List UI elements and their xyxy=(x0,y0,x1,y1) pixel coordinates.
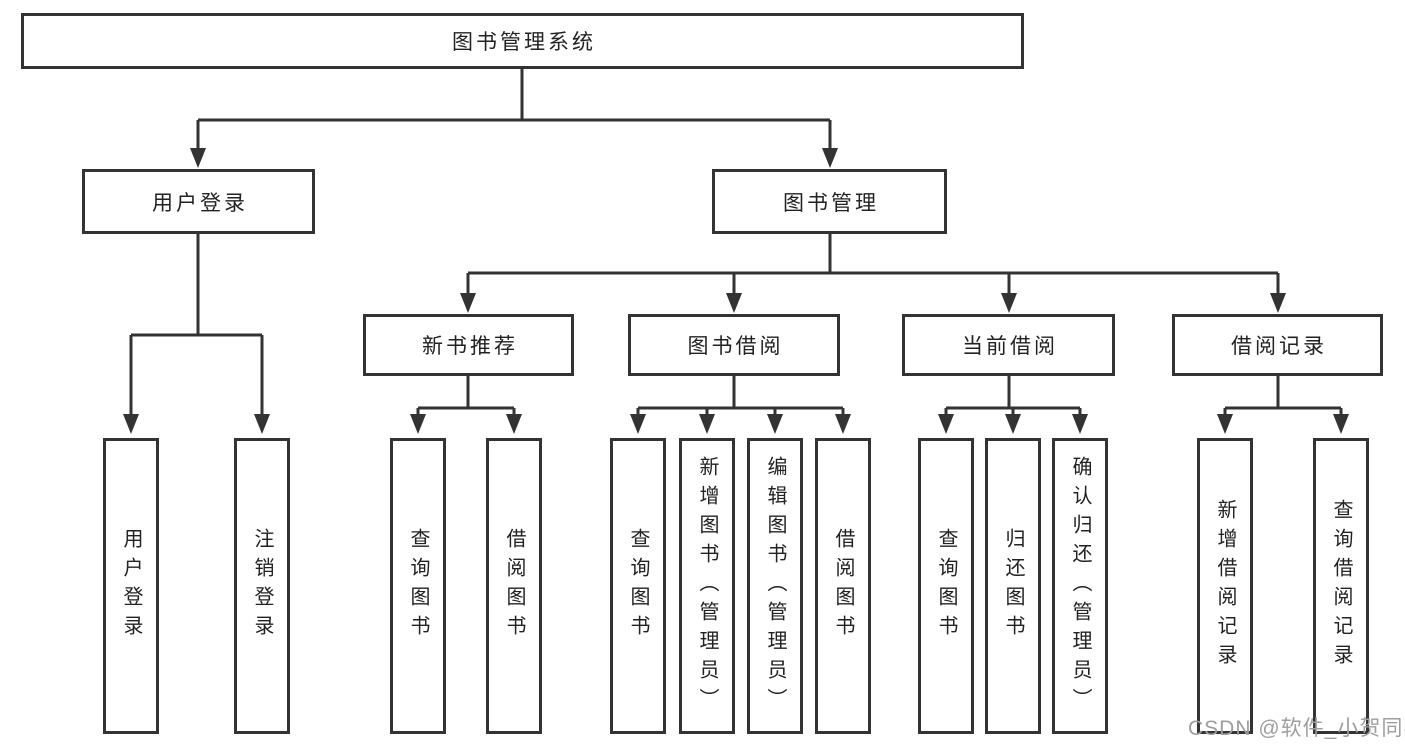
node-borrowing-records: 借阅记录 xyxy=(1172,314,1383,376)
leaf-query-books-recommend: 查询图书 xyxy=(390,438,446,734)
arrowhead-down-icon xyxy=(123,414,139,434)
node-book-management: 图书管理 xyxy=(712,169,947,234)
arrowhead-down-icon xyxy=(190,148,206,168)
leaf-label: 用户登录 xyxy=(120,528,142,644)
node-user-login: 用户登录 xyxy=(82,169,315,234)
leaf-add-borrow-record: 新增借阅记录 xyxy=(1197,438,1253,734)
leaf-label: 注销登录 xyxy=(251,528,273,644)
arrowhead-down-icon xyxy=(938,414,954,434)
csdn-watermark: CSDN @软件_小贺同学 xyxy=(1188,717,1405,740)
leaf-label: 查询借阅记录 xyxy=(1330,499,1352,673)
arrowhead-down-icon xyxy=(1001,293,1017,313)
leaf-user-login: 用户登录 xyxy=(103,438,159,734)
leaf-label: 编辑图书（管理员） xyxy=(764,455,786,717)
connector-borrowing-to-leaves xyxy=(630,376,851,434)
arrowhead-down-icon xyxy=(630,414,646,434)
leaf-edit-book-admin: 编辑图书（管理员） xyxy=(747,438,803,734)
leaf-confirm-return-admin: 确认归还（管理员） xyxy=(1052,438,1108,734)
node-current-borrowing: 当前借阅 xyxy=(902,314,1115,376)
arrowhead-down-icon xyxy=(410,414,426,434)
leaf-query-books-borrowing: 查询图书 xyxy=(610,438,666,734)
connector-records-to-leaves xyxy=(1217,376,1349,434)
arrowhead-down-icon xyxy=(699,414,715,434)
leaf-label: 归还图书 xyxy=(1002,528,1024,644)
leaf-borrow-books-borrowing: 借阅图书 xyxy=(815,438,871,734)
leaf-label: 新增借阅记录 xyxy=(1214,499,1236,673)
leaf-label: 新增图书（管理员） xyxy=(696,455,718,717)
leaf-query-borrow-record: 查询借阅记录 xyxy=(1313,438,1369,734)
leaf-query-books-current: 查询图书 xyxy=(918,438,974,734)
node-library-management-system: 图书管理系统 xyxy=(21,13,1024,69)
arrowhead-down-icon xyxy=(767,414,783,434)
connector-newbook-to-leaves xyxy=(410,376,522,434)
arrowhead-down-icon xyxy=(835,414,851,434)
leaf-label: 查询图书 xyxy=(627,528,649,644)
connector-current-to-leaves xyxy=(938,376,1088,434)
arrowhead-down-icon xyxy=(1072,414,1088,434)
leaf-label: 查询图书 xyxy=(407,528,429,644)
arrowhead-down-icon xyxy=(1333,414,1349,434)
leaf-label: 借阅图书 xyxy=(503,528,525,644)
arrowhead-down-icon xyxy=(1005,414,1021,434)
connector-bookmgmt-to-level3 xyxy=(460,234,1286,313)
leaf-add-book-admin: 新增图书（管理员） xyxy=(679,438,735,734)
leaf-borrow-books-recommend: 借阅图书 xyxy=(486,438,542,734)
connector-userlogin-to-leaves xyxy=(123,234,270,434)
arrowhead-down-icon xyxy=(506,414,522,434)
node-book-borrowing: 图书借阅 xyxy=(628,314,840,376)
connector-root-to-level2 xyxy=(190,69,838,168)
arrowhead-down-icon xyxy=(460,293,476,313)
arrowhead-down-icon xyxy=(1270,293,1286,313)
leaf-label: 查询图书 xyxy=(935,528,957,644)
leaf-label: 借阅图书 xyxy=(832,528,854,644)
node-new-book-recommendation: 新书推荐 xyxy=(363,314,574,376)
arrowhead-down-icon xyxy=(254,414,270,434)
arrowhead-down-icon xyxy=(1217,414,1233,434)
arrowhead-down-icon xyxy=(822,148,838,168)
leaf-return-books: 归还图书 xyxy=(985,438,1041,734)
leaf-logout: 注销登录 xyxy=(234,438,290,734)
arrowhead-down-icon xyxy=(726,293,742,313)
leaf-label: 确认归还（管理员） xyxy=(1069,455,1091,717)
